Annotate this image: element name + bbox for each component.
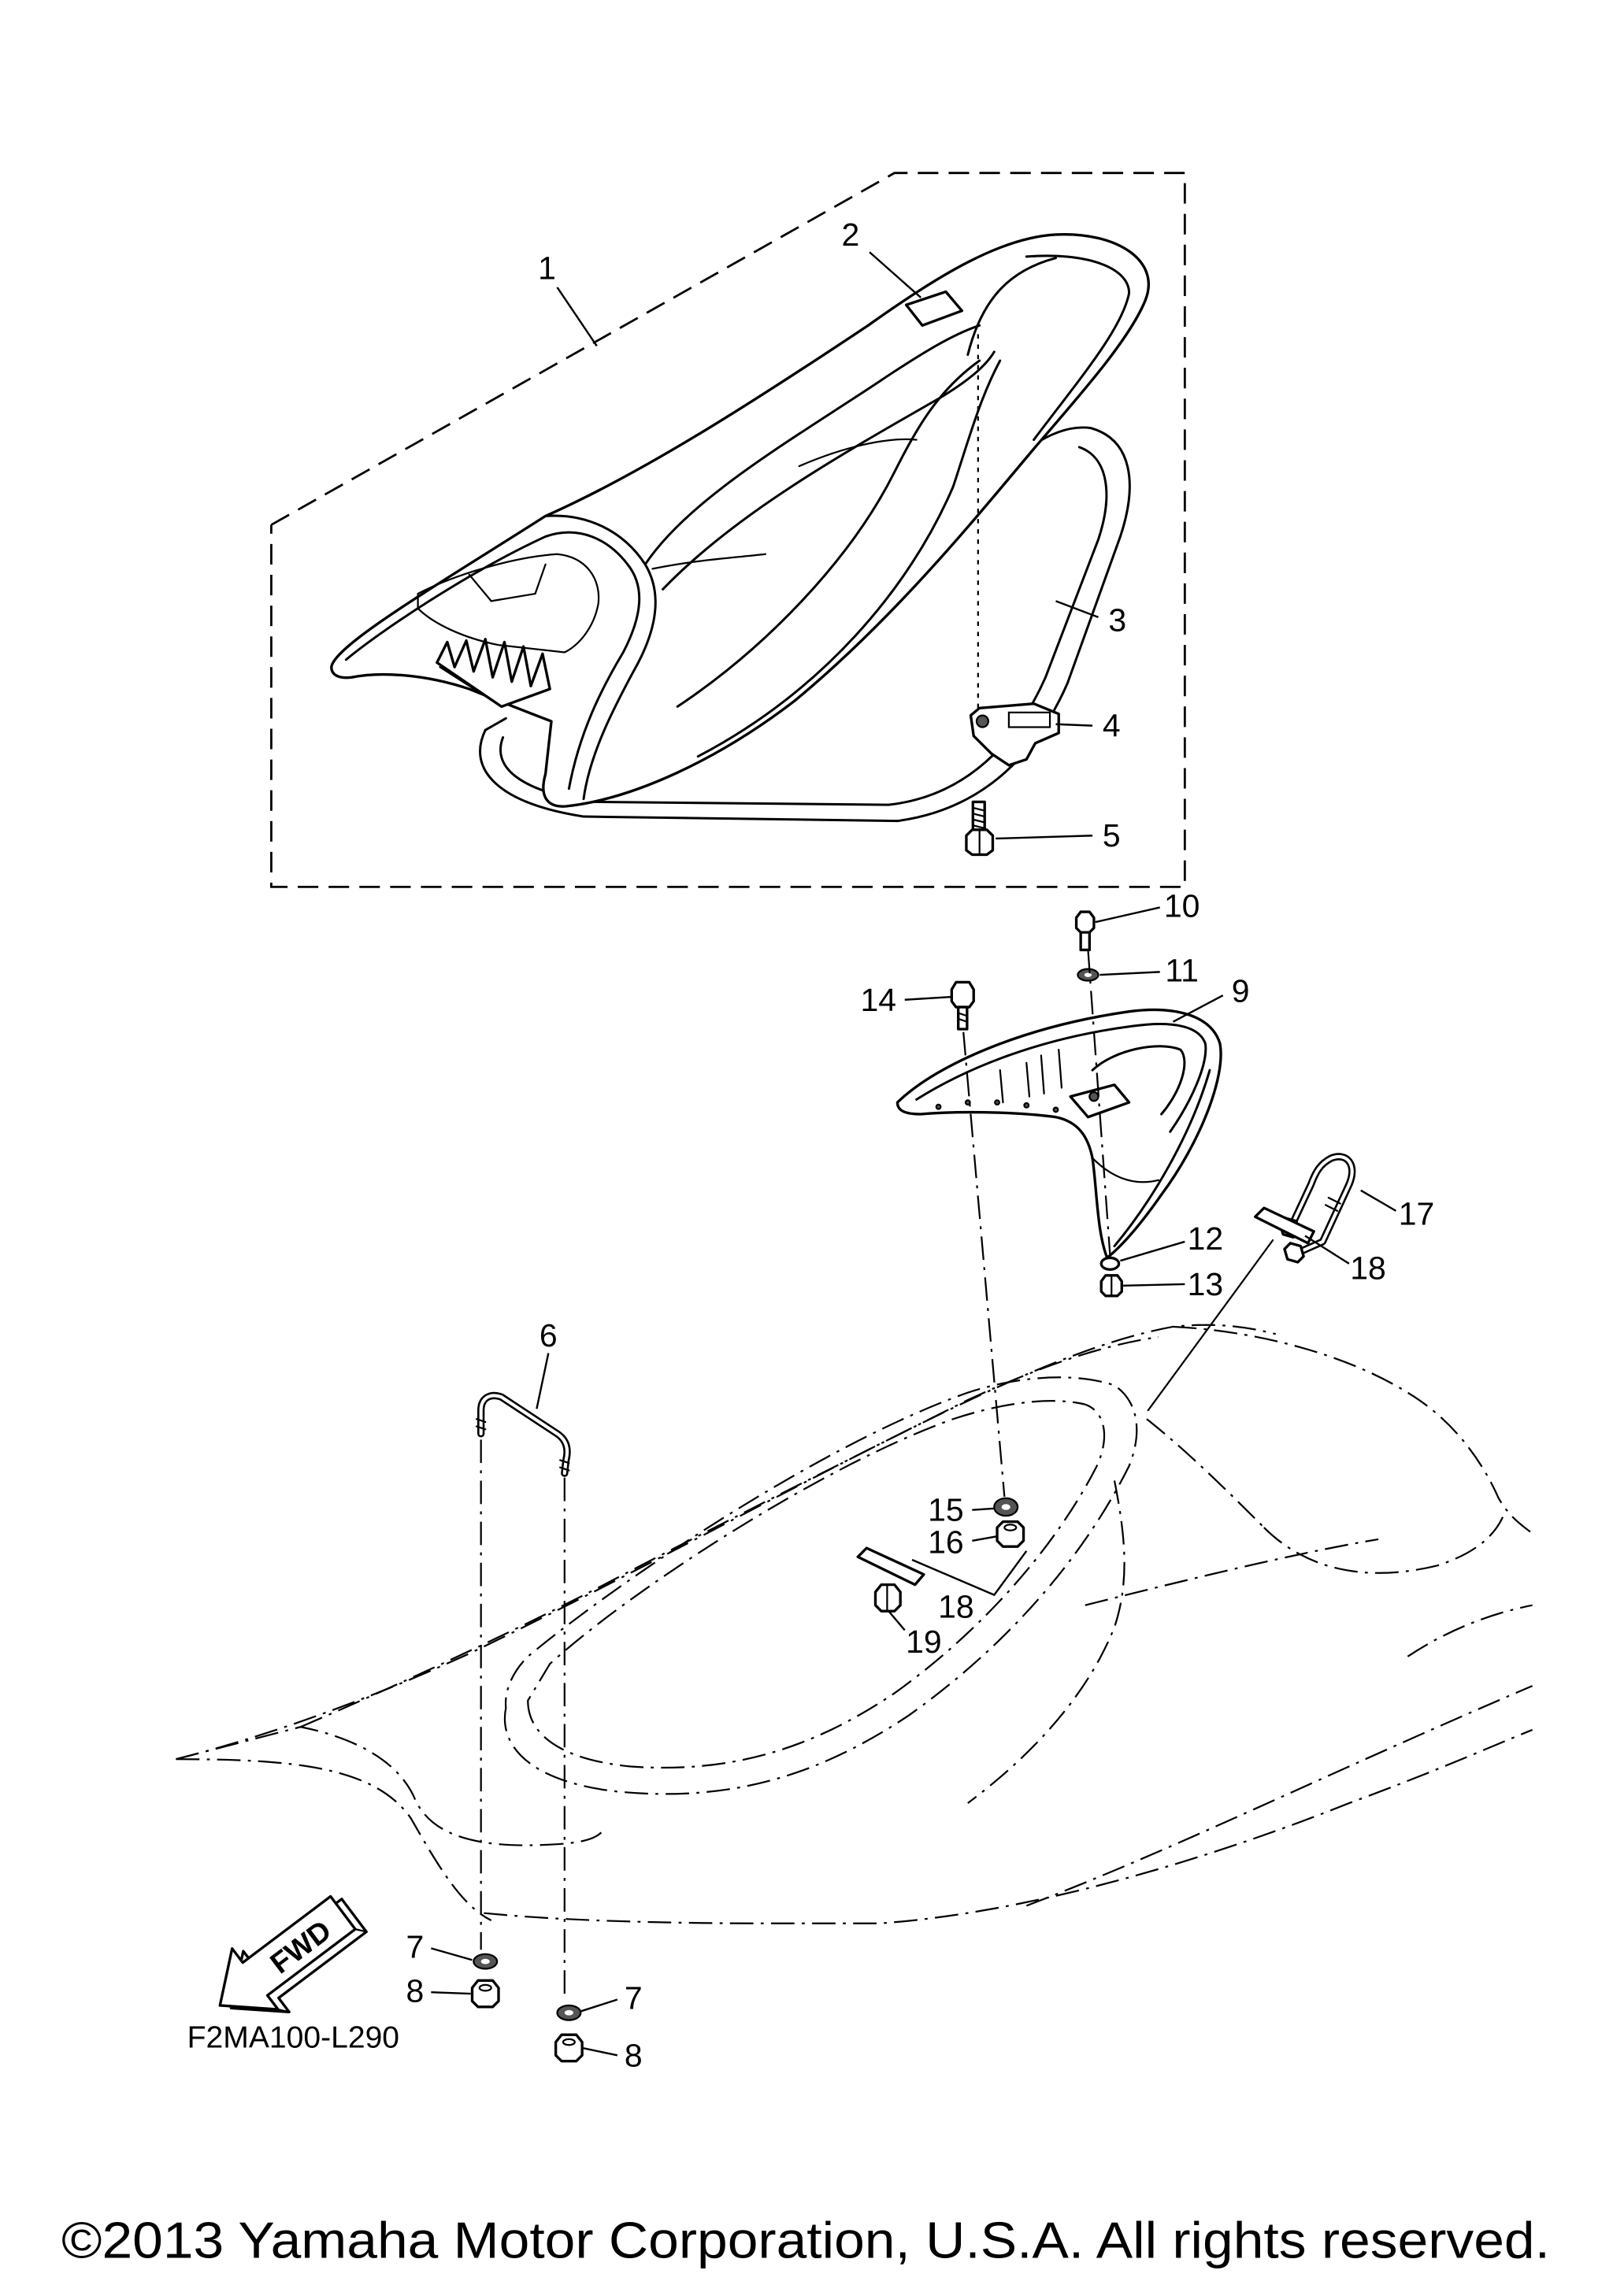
callout-10: 10 xyxy=(1164,888,1200,924)
callout-3: 3 xyxy=(1108,602,1126,639)
leader-5 xyxy=(996,835,1093,840)
callout-4: 4 xyxy=(1103,708,1121,744)
leader-12 xyxy=(1120,1240,1185,1262)
axis-line xyxy=(1087,950,1111,1255)
callout-12: 12 xyxy=(1188,1220,1224,1257)
washer-11 xyxy=(1077,968,1099,982)
callout-19: 19 xyxy=(906,1624,942,1660)
leader-6 xyxy=(536,1353,550,1409)
nut-19 xyxy=(873,1583,902,1613)
washer-15 xyxy=(993,1497,1019,1517)
callout-8: 8 xyxy=(406,1972,425,2009)
callout-8: 8 xyxy=(625,2037,643,2073)
washer-7 xyxy=(473,1953,499,1970)
leader-3 xyxy=(1055,600,1099,618)
callout-13: 13 xyxy=(1188,1266,1224,1302)
nut-16 xyxy=(996,1520,1025,1548)
leader-17 xyxy=(1360,1189,1397,1212)
callout-7: 7 xyxy=(625,1980,643,2016)
seat-bolt xyxy=(965,800,995,857)
callout-18: 18 xyxy=(938,1589,974,1625)
fwd-arrow: FWD xyxy=(218,1894,368,2014)
callouts: 1 2 3 4 5 10 11 9 14 12 13 17 18 6 15 16… xyxy=(406,217,1435,2073)
callout-16: 16 xyxy=(928,1524,964,1561)
nut-8 xyxy=(554,2033,584,2063)
bolt-10 xyxy=(1074,910,1096,952)
hull-outline xyxy=(176,1324,1533,1924)
leader-2 xyxy=(869,251,922,298)
u-bolt-17 xyxy=(1278,1153,1356,1264)
seat xyxy=(330,233,1150,808)
leader-19 xyxy=(888,1610,906,1631)
nut-13 xyxy=(1099,1274,1123,1298)
callout-9: 9 xyxy=(1232,973,1250,1009)
leader-1 xyxy=(556,287,598,347)
callout-14: 14 xyxy=(860,982,896,1018)
leader-15 xyxy=(972,1507,995,1511)
plate-18 xyxy=(856,1546,925,1587)
leader-8 xyxy=(431,1991,471,1995)
callout-17: 17 xyxy=(1399,1196,1435,1232)
copyright-text: ©2013 Yamaha Motor Corporation, U.S.A. A… xyxy=(61,2211,1550,2268)
diagram-code: F2MA100-L290 xyxy=(187,2020,399,2054)
leader-16 xyxy=(972,1535,998,1542)
leader-7 xyxy=(580,1998,618,2013)
bolt-14 xyxy=(950,980,975,1031)
seat-bracket xyxy=(969,702,1060,767)
callout-7: 7 xyxy=(406,1929,425,1965)
leader-8 xyxy=(581,2046,618,2057)
washer-7 xyxy=(556,2004,582,2021)
seat-label-tag xyxy=(904,290,964,328)
leader-7 xyxy=(431,1947,473,1961)
callout-2: 2 xyxy=(841,217,859,253)
seat-assembly-boundary xyxy=(270,172,1186,888)
seat-rib-comb xyxy=(436,638,551,709)
leader-18 xyxy=(1304,1235,1350,1265)
nut-8 xyxy=(470,1979,500,2009)
callout-11: 11 xyxy=(1165,953,1199,989)
callout-5: 5 xyxy=(1103,817,1121,854)
callout-6: 6 xyxy=(540,1317,558,1354)
callout-1: 1 xyxy=(538,250,556,287)
leader-lines xyxy=(431,251,1397,2057)
storage-compartment xyxy=(895,1008,1222,1260)
leader-14 xyxy=(904,995,952,1001)
leader-13 xyxy=(1123,1283,1185,1287)
leader-11 xyxy=(1099,971,1160,976)
axis-line xyxy=(962,1031,1006,1498)
washer-12 xyxy=(1099,1256,1121,1272)
grip-handle xyxy=(475,1391,571,1477)
leader-4 xyxy=(1055,723,1093,727)
callout-18: 18 xyxy=(1350,1250,1386,1286)
leader-18 xyxy=(911,1550,1028,1597)
callout-15: 15 xyxy=(928,1492,964,1528)
plate-18 xyxy=(1254,1206,1315,1245)
leader-10 xyxy=(1095,906,1160,924)
leader-9 xyxy=(1172,994,1224,1023)
